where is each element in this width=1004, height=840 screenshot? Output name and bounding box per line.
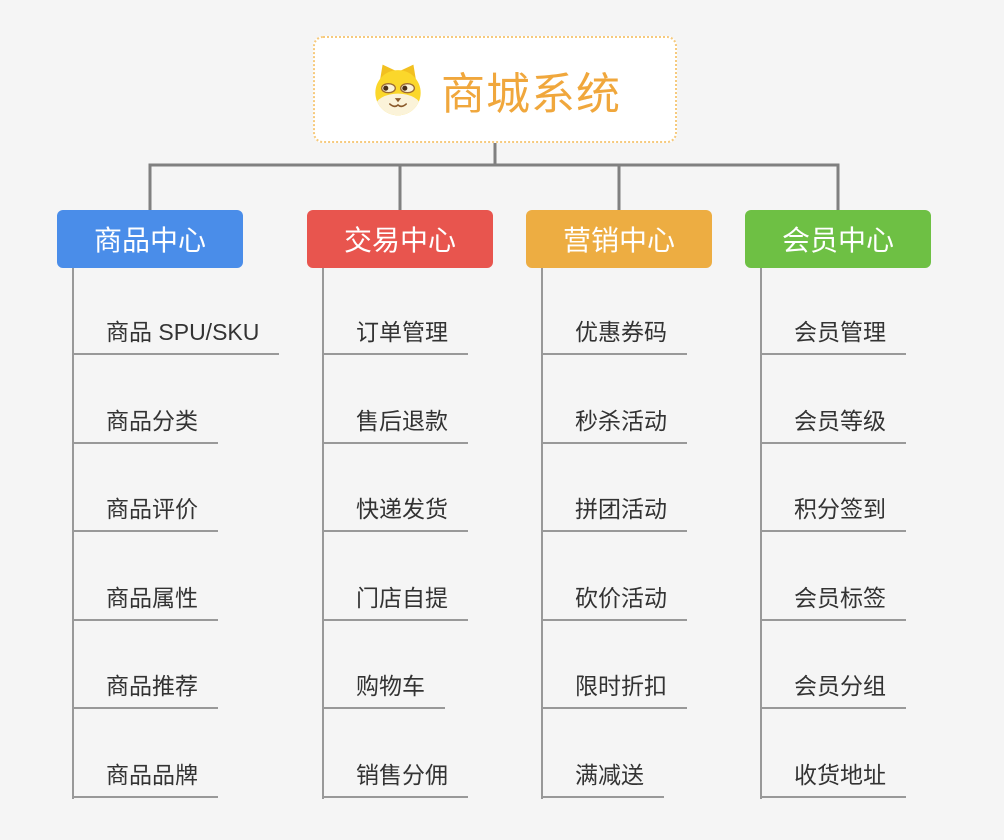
leaf-node[interactable]: 收货地址 bbox=[761, 754, 906, 798]
leaf-node[interactable]: 商品品牌 bbox=[73, 754, 218, 798]
leaf-label: 购物车 bbox=[356, 673, 425, 699]
leaf-label: 会员管理 bbox=[794, 319, 886, 345]
leaf-node[interactable]: 会员管理 bbox=[761, 311, 906, 355]
branch-node-4[interactable]: 会员中心 bbox=[745, 210, 931, 268]
leaf-label: 快递发货 bbox=[356, 496, 448, 522]
leaf-label: 商品品牌 bbox=[106, 762, 198, 788]
branch-label: 商品中心 bbox=[93, 225, 206, 256]
leaf-node[interactable]: 门店自提 bbox=[323, 577, 468, 621]
leaf-label: 销售分佣 bbox=[356, 762, 448, 788]
leaf-node[interactable]: 商品推荐 bbox=[73, 665, 218, 709]
leaf-node[interactable]: 快递发货 bbox=[323, 488, 468, 532]
leaf-label: 限时折扣 bbox=[575, 673, 667, 699]
leaf-label: 收货地址 bbox=[794, 762, 886, 788]
leaf-label: 商品评价 bbox=[106, 496, 198, 522]
branch-label: 会员中心 bbox=[781, 225, 894, 256]
leaf-label: 会员分组 bbox=[794, 673, 886, 699]
leaf-label: 砍价活动 bbox=[575, 585, 667, 611]
leaf-node[interactable]: 销售分佣 bbox=[323, 754, 468, 798]
leaf-node[interactable]: 商品分类 bbox=[73, 400, 218, 444]
leaf-label: 商品分类 bbox=[106, 408, 198, 434]
root-node[interactable]: 商城系统 bbox=[313, 36, 677, 143]
leaf-label: 积分签到 bbox=[794, 496, 886, 522]
leaf-node[interactable]: 商品 SPU/SKU bbox=[73, 311, 280, 355]
leaf-node[interactable]: 订单管理 bbox=[323, 311, 468, 355]
leaf-node[interactable]: 砍价活动 bbox=[542, 577, 687, 621]
leaf-label: 售后退款 bbox=[356, 408, 448, 434]
doge-icon bbox=[375, 64, 421, 115]
branch-node-3[interactable]: 营销中心 bbox=[526, 210, 712, 268]
leaf-node[interactable]: 商品评价 bbox=[73, 488, 218, 532]
leaf-label: 商品推荐 bbox=[106, 673, 198, 699]
leaf-node[interactable]: 秒杀活动 bbox=[542, 400, 687, 444]
leaf-label: 商品 SPU/SKU bbox=[106, 319, 260, 345]
leaf-label: 满减送 bbox=[575, 762, 644, 788]
leaf-label: 订单管理 bbox=[356, 319, 448, 345]
branch-node-1[interactable]: 商品中心 bbox=[57, 210, 243, 268]
leaf-label: 会员标签 bbox=[794, 585, 886, 611]
leaf-node[interactable]: 满减送 bbox=[542, 754, 664, 798]
leaf-node[interactable]: 售后退款 bbox=[323, 400, 468, 444]
leaf-node[interactable]: 会员标签 bbox=[761, 577, 906, 621]
leaf-node[interactable]: 优惠券码 bbox=[542, 311, 687, 355]
branch-label: 交易中心 bbox=[343, 225, 456, 256]
leaf-node[interactable]: 拼团活动 bbox=[542, 488, 687, 532]
root-title: 商城系统 bbox=[441, 69, 621, 119]
leaf-node[interactable]: 购物车 bbox=[323, 665, 445, 709]
leaf-node[interactable]: 积分签到 bbox=[761, 488, 906, 532]
leaf-label: 优惠券码 bbox=[575, 319, 667, 345]
branch-label: 营销中心 bbox=[562, 225, 675, 256]
leaf-label: 商品属性 bbox=[106, 585, 198, 611]
leaf-node[interactable]: 会员等级 bbox=[761, 400, 906, 444]
leaf-label: 门店自提 bbox=[356, 585, 448, 611]
leaf-node[interactable]: 限时折扣 bbox=[542, 665, 687, 709]
leaf-label: 会员等级 bbox=[794, 408, 886, 434]
leaf-node[interactable]: 商品属性 bbox=[73, 577, 218, 621]
branch-node-2[interactable]: 交易中心 bbox=[307, 210, 493, 268]
leaf-label: 拼团活动 bbox=[575, 496, 667, 522]
leaf-node[interactable]: 会员分组 bbox=[761, 665, 906, 709]
leaf-label: 秒杀活动 bbox=[575, 408, 667, 434]
